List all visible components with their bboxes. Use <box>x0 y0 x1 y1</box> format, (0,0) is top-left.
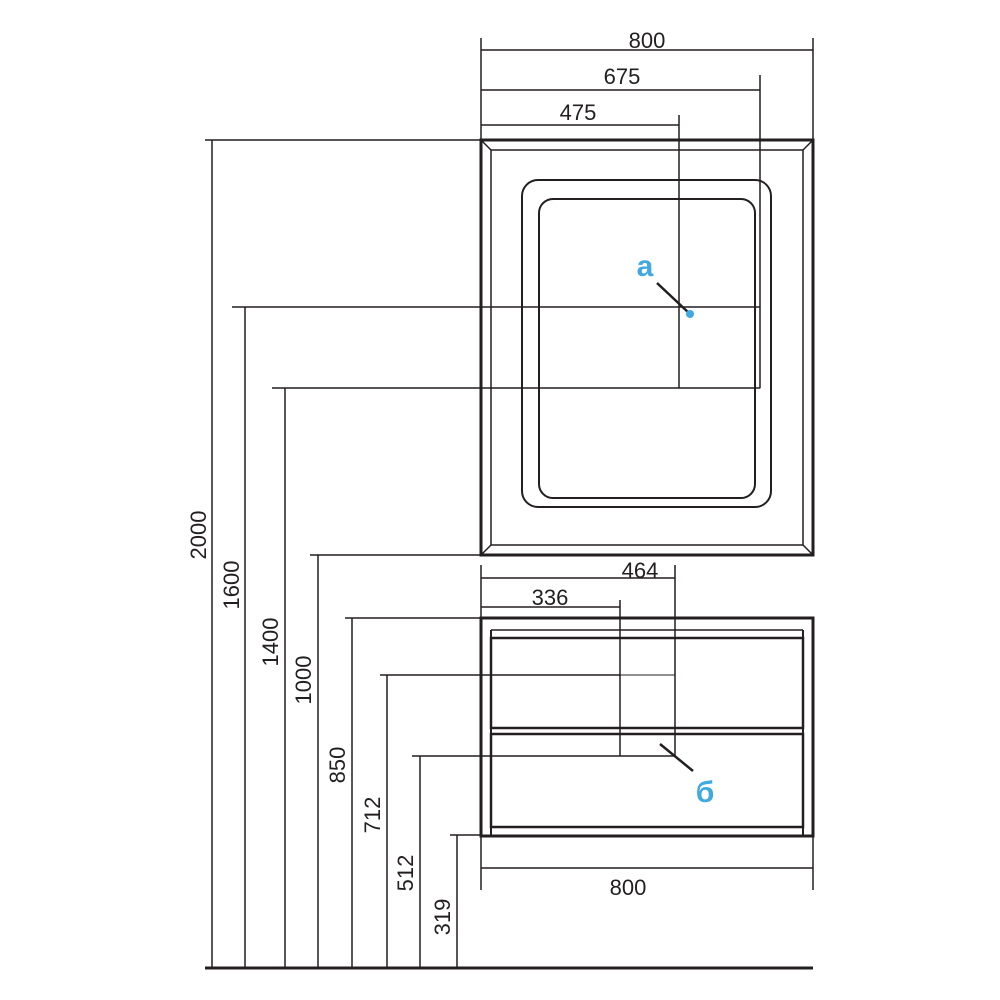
dimension-lines <box>205 38 814 968</box>
zone-b <box>619 674 676 757</box>
dim-mirror-width: 800 <box>629 28 666 53</box>
dim-675: 675 <box>604 64 641 89</box>
label-a: а <box>637 250 654 283</box>
dim-1000: 1000 <box>291 656 316 705</box>
dim-cabinet-width: 800 <box>610 875 647 900</box>
drawer-bottom <box>489 732 805 829</box>
dim-2000: 2000 <box>186 511 211 560</box>
dim-464: 464 <box>622 558 659 583</box>
dim-712: 712 <box>360 797 385 834</box>
label-b-callout: б <box>659 743 715 809</box>
dim-512: 512 <box>393 855 418 892</box>
label-b: б <box>696 776 715 809</box>
dim-319: 319 <box>430 899 455 936</box>
dim-1600: 1600 <box>219 561 244 610</box>
dim-1400: 1400 <box>258 618 283 667</box>
dim-336: 336 <box>532 585 569 610</box>
zone-a <box>678 306 761 389</box>
label-a-callout: а <box>637 250 694 318</box>
drawer-top <box>489 636 805 730</box>
dim-475: 475 <box>560 100 597 125</box>
dim-850: 850 <box>325 747 350 784</box>
mirror <box>479 138 815 557</box>
vanity-cabinet <box>479 616 815 838</box>
